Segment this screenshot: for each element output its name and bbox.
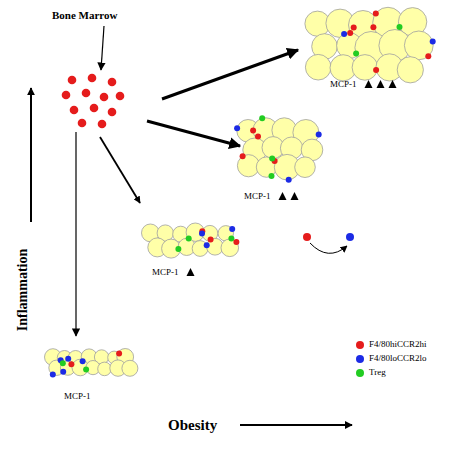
adipocyte xyxy=(404,31,433,60)
arrow xyxy=(101,26,104,70)
adipocyte xyxy=(98,362,112,376)
immune-cell xyxy=(259,115,265,121)
axis-arrow xyxy=(30,88,32,222)
immune-cell xyxy=(373,10,379,16)
immune-cell xyxy=(233,239,239,245)
macrophage-dot xyxy=(346,233,354,241)
adipocyte xyxy=(162,239,181,258)
immune-cell xyxy=(186,236,192,242)
legend-text: Treg xyxy=(369,368,386,377)
immune-cell xyxy=(347,30,353,36)
source-label: Bone Marrow xyxy=(52,10,117,21)
bone-marrow-cell xyxy=(100,93,109,102)
bone-marrow-cell xyxy=(98,120,107,129)
immune-cell xyxy=(80,358,86,364)
adipocyte xyxy=(295,157,316,178)
conversion-arrow xyxy=(310,243,347,253)
bone-marrow-cell xyxy=(116,92,125,101)
immune-cell xyxy=(269,156,275,162)
bone-marrow-cell xyxy=(70,106,79,115)
adipocyte xyxy=(305,54,331,80)
chemokine-label: MCP-1 xyxy=(64,392,91,401)
immune-cell xyxy=(234,125,240,131)
bone-marrow-cell xyxy=(62,91,71,100)
immune-cell xyxy=(229,226,235,232)
axis-label: Inflammation xyxy=(16,249,30,331)
adipocyte xyxy=(72,359,89,376)
immune-cell xyxy=(286,177,292,183)
immune-cell xyxy=(373,67,379,73)
immune-cell xyxy=(175,246,181,252)
immune-cell xyxy=(60,369,66,375)
arrow xyxy=(75,132,76,336)
immune-cell xyxy=(425,53,431,59)
increase-triangle xyxy=(389,80,397,88)
increase-triangle xyxy=(279,192,287,200)
chemokine-label: MCP-1 xyxy=(330,80,357,89)
immune-cell xyxy=(83,367,89,373)
adipocyte xyxy=(221,239,239,257)
adipocyte xyxy=(352,55,378,81)
immune-cell xyxy=(341,31,347,37)
immune-cell xyxy=(370,24,376,30)
axis-arrow xyxy=(240,424,352,426)
chemokine-label: MCP-1 xyxy=(152,268,179,277)
arrow xyxy=(100,137,140,203)
legend-swatch xyxy=(356,369,364,377)
arrow xyxy=(147,121,240,146)
immune-cell xyxy=(199,230,205,236)
immune-cell xyxy=(68,361,74,367)
bone-marrow-cell xyxy=(108,108,117,117)
increase-triangle xyxy=(291,192,299,200)
arrow xyxy=(162,50,298,99)
bone-marrow-cell xyxy=(78,119,87,128)
immune-cell xyxy=(50,372,56,378)
adipocyte xyxy=(186,223,204,241)
immune-cell xyxy=(204,242,210,248)
immune-cell xyxy=(430,39,436,45)
bone-marrow-cell xyxy=(82,89,91,98)
immune-cell xyxy=(351,25,357,31)
adipocyte xyxy=(397,57,423,83)
chemokine-label: MCP-1 xyxy=(244,192,271,201)
immune-cell xyxy=(397,24,403,30)
bone-marrow-cell xyxy=(68,76,77,85)
immune-cell xyxy=(208,237,214,243)
immune-cell xyxy=(316,132,322,138)
immune-cell xyxy=(250,128,256,134)
immune-cell xyxy=(269,173,275,179)
increase-triangle xyxy=(187,268,195,276)
axis-label: Obesity xyxy=(168,418,217,433)
increase-triangle xyxy=(365,80,373,88)
legend-swatch xyxy=(356,355,364,363)
immune-cell xyxy=(353,51,359,57)
immune-cell xyxy=(116,351,122,357)
legend-text: F4/80loCCR2lo xyxy=(369,354,427,363)
immune-cell xyxy=(65,356,71,362)
adipocyte xyxy=(122,360,138,376)
immune-cell xyxy=(255,133,261,139)
macrophage-dot xyxy=(303,233,311,241)
bone-marrow-cell xyxy=(108,78,117,87)
legend-swatch xyxy=(356,341,364,349)
bone-marrow-cell xyxy=(90,104,99,113)
increase-triangle xyxy=(377,80,385,88)
bone-marrow-cell xyxy=(88,74,97,83)
immune-cell xyxy=(240,153,246,159)
immune-cell xyxy=(60,360,66,366)
immune-cell xyxy=(228,236,234,242)
legend-text: F4/80hiCCR2hi xyxy=(369,340,427,349)
